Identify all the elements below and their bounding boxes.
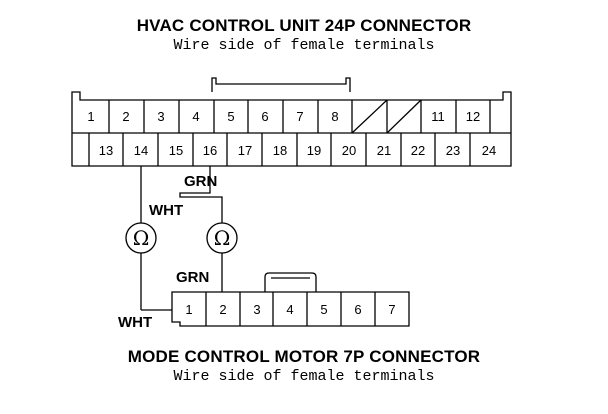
pin-label: 15 <box>169 143 183 158</box>
top-connector-title: HVAC CONTROL UNIT 24P CONNECTOR <box>136 16 472 35</box>
top-row1-dividers <box>108 100 491 133</box>
pin-label: 3 <box>253 302 260 317</box>
bottom-connector-title: MODE CONTROL MOTOR 7P CONNECTOR <box>127 347 481 366</box>
top-row2-dividers <box>88 133 471 166</box>
pin-label: 4 <box>192 109 199 124</box>
pin-label: 23 <box>446 143 460 158</box>
pin-label: 6 <box>354 302 361 317</box>
pin-label: 17 <box>238 143 252 158</box>
bottom-connector-subtitle: Wire side of female terminals <box>173 368 435 385</box>
pin-label: 18 <box>273 143 287 158</box>
pin-label: 12 <box>466 109 480 124</box>
pin-label: 7 <box>388 302 395 317</box>
top-connector-subtitle: Wire side of female terminals <box>173 37 435 54</box>
pin-label: 19 <box>307 143 321 158</box>
pin-label: 5 <box>227 109 234 124</box>
pin-label: 5 <box>320 302 327 317</box>
ohm-icon: Ω <box>133 226 150 250</box>
pin-label: 8 <box>331 109 338 124</box>
pin-label: 4 <box>286 302 293 317</box>
pin-label: 2 <box>219 302 226 317</box>
top-connector-lock-tab <box>211 77 351 92</box>
pin-label: 7 <box>296 109 303 124</box>
blank-cavity-diagonals <box>351 99 422 134</box>
pin-label: 20 <box>342 143 356 158</box>
wire-label-grn-upper: GRN <box>184 173 217 190</box>
pin-label: 14 <box>134 143 148 158</box>
ohmmeter-left: Ω <box>125 222 157 254</box>
ohmmeter-right: Ω <box>206 222 238 254</box>
ohm-icon: Ω <box>214 226 231 250</box>
pin-label: 6 <box>261 109 268 124</box>
pin-label: 1 <box>185 302 192 317</box>
bottom-pin-labels: 1 2 3 4 5 6 7 <box>185 302 395 317</box>
test-wires <box>140 166 223 311</box>
top-connector-body <box>71 91 512 167</box>
pin-label: 2 <box>122 109 129 124</box>
pin-label: 24 <box>482 143 496 158</box>
wire-color-labels: GRN WHT GRN WHT <box>118 173 217 331</box>
ohmmeter-right-circle <box>206 222 238 254</box>
pin-label: 11 <box>431 109 445 124</box>
bottom-connector-lock-tab <box>264 272 317 292</box>
wire-label-wht-upper: WHT <box>149 202 183 219</box>
pin-label: 13 <box>99 143 113 158</box>
wire-label-grn-lower: GRN <box>176 269 209 286</box>
pin-label: 22 <box>411 143 425 158</box>
top-row1-pin-labels: 1 2 3 4 5 6 7 8 11 12 <box>87 109 480 124</box>
pin-label: 3 <box>157 109 164 124</box>
top-row2-pin-labels: 13 14 15 16 17 18 19 20 21 22 23 24 <box>99 143 496 158</box>
pin-label: 21 <box>377 143 391 158</box>
pin-label: 1 <box>87 109 94 124</box>
wire-label-wht-lower: WHT <box>118 314 152 331</box>
pin-label: 16 <box>203 143 217 158</box>
ohmmeter-left-circle <box>125 222 157 254</box>
bottom-connector-body <box>171 291 410 327</box>
